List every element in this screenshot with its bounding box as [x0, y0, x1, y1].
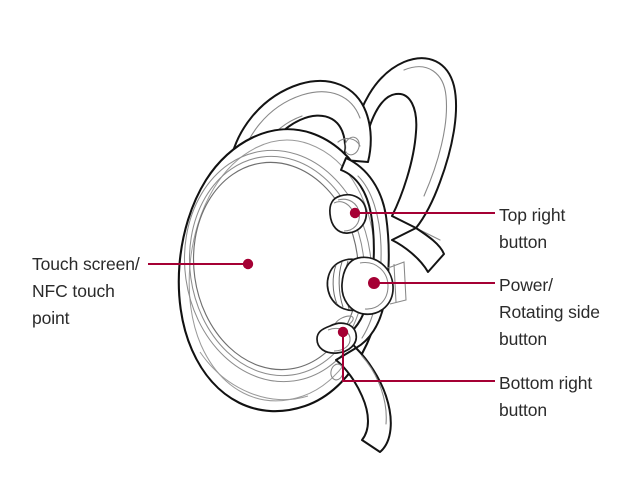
callout-line: button	[499, 400, 547, 420]
touch-screen	[192, 161, 360, 371]
callout-line: Bottom right	[499, 373, 592, 393]
callout-line: button	[499, 232, 547, 252]
callout-power-rotating-side-button[interactable]: Power/ Rotating side button	[368, 275, 605, 349]
callout-top-right-button[interactable]: Top right button	[349, 205, 570, 252]
smartwatch-illustration	[177, 57, 457, 453]
callout-touch-screen[interactable]: Touch screen/ NFC touch point	[32, 254, 254, 328]
watch-bezel	[183, 149, 373, 383]
callout-label-top-right-button: Top right button	[499, 205, 570, 252]
callout-line: Top right	[499, 205, 565, 225]
callout-line: NFC touch	[32, 281, 115, 301]
leader-line-bottom-right-button	[342, 336, 495, 382]
leader-dot-top-right-button	[349, 207, 361, 219]
callout-line: Rotating side	[499, 302, 600, 322]
callout-bottom-right-button[interactable]: Bottom right button	[337, 326, 597, 420]
power-rotating-side-button[interactable]	[326, 256, 407, 315]
callout-line: point	[32, 308, 70, 328]
leader-dot-power-rotating-side-button	[368, 277, 380, 289]
callouts-layer: Touch screen/ NFC touch point Top right …	[32, 205, 605, 420]
callout-line: Touch screen/	[32, 254, 140, 274]
callout-label-power-rotating-side-button: Power/ Rotating side button	[499, 275, 605, 349]
top-right-button[interactable]	[329, 193, 368, 234]
callout-label-touch-screen: Touch screen/ NFC touch point	[32, 254, 144, 328]
upper-strap	[351, 57, 457, 273]
leader-dot-bottom-right-button	[337, 326, 349, 338]
callout-line: Power/	[499, 275, 553, 295]
callout-label-bottom-right-button: Bottom right button	[499, 373, 597, 420]
callout-line: button	[499, 329, 547, 349]
leader-dot-touch-screen	[242, 258, 254, 270]
